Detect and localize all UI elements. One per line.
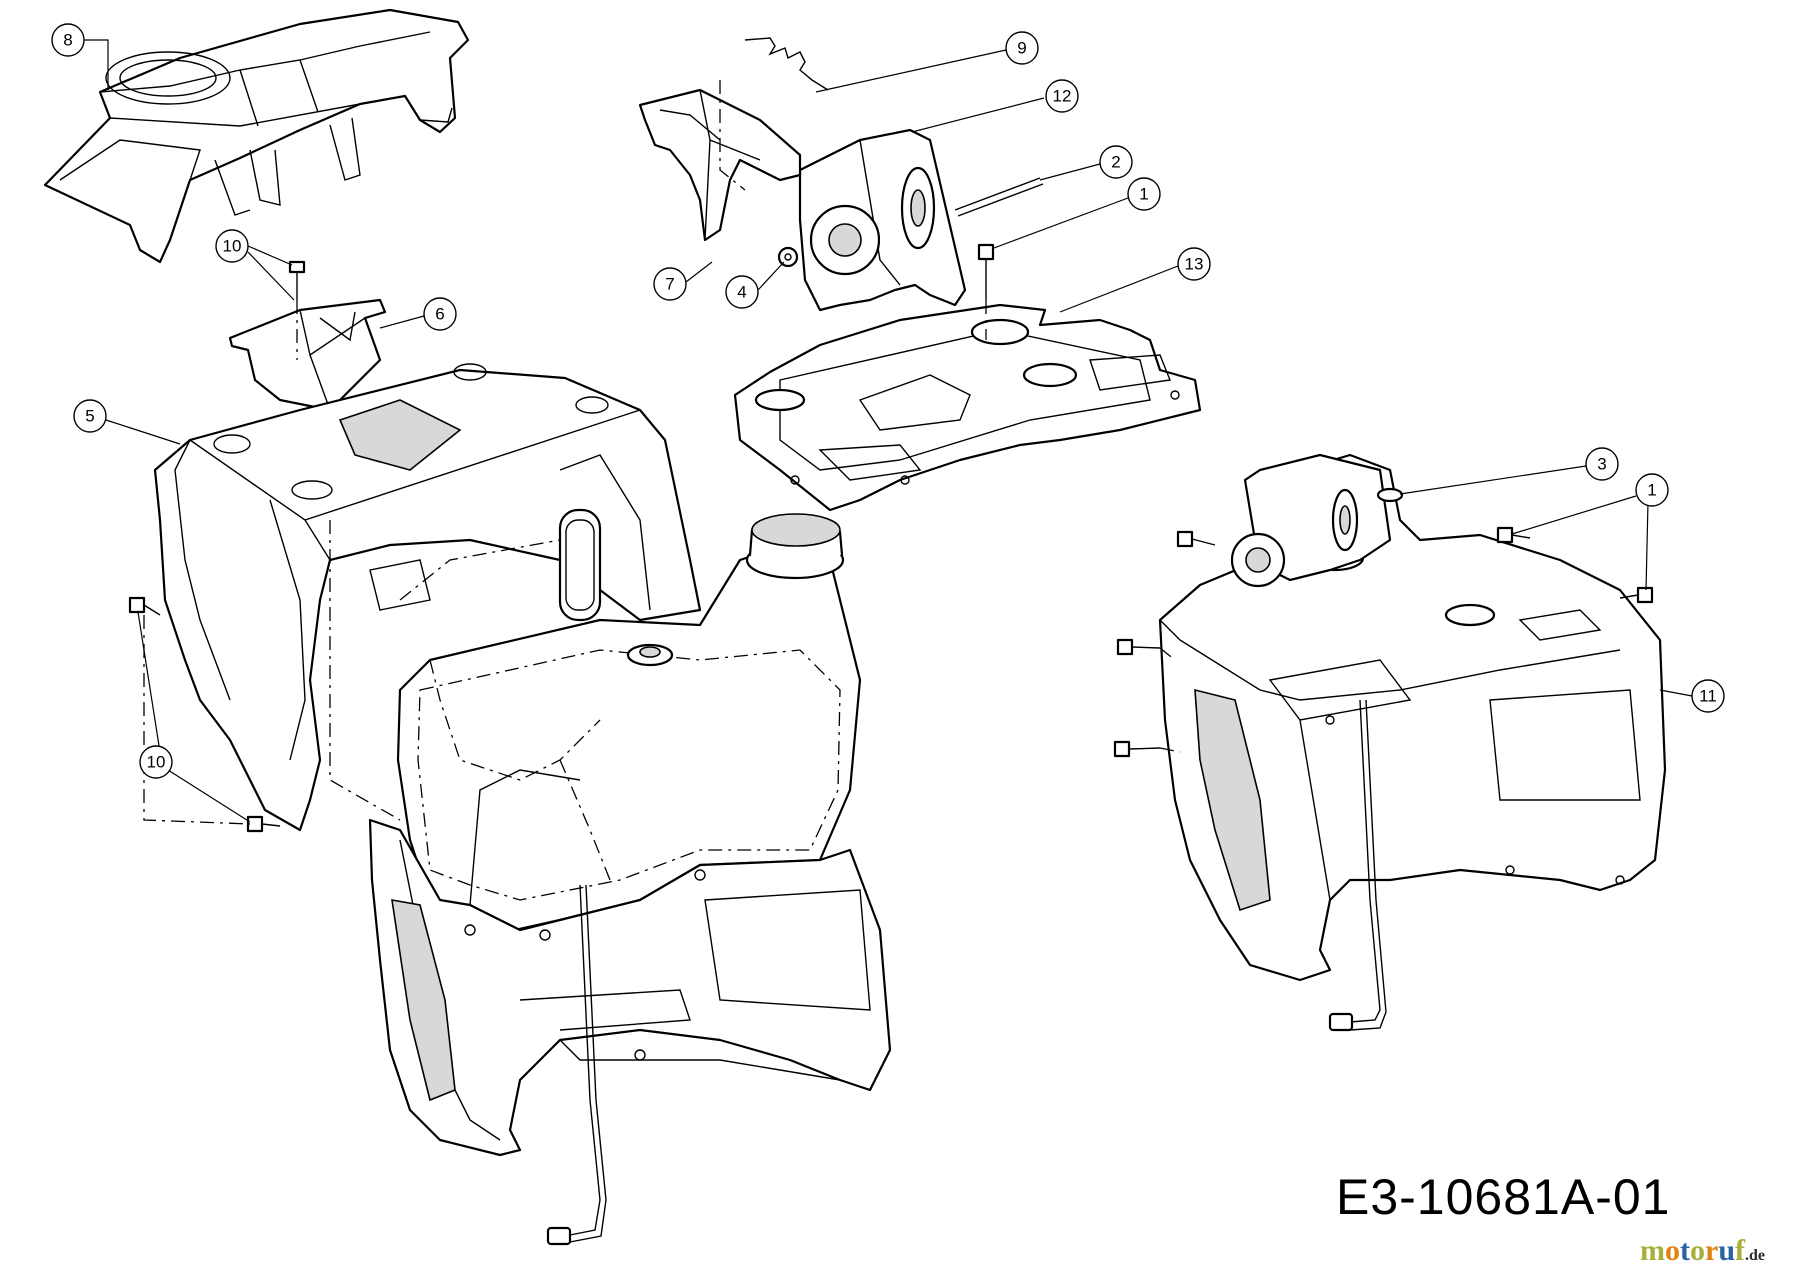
drawing-code: E3-10681A-01 (1336, 1169, 1671, 1225)
watermark-name: motoruf (1640, 1234, 1745, 1267)
part-fuel-tank (396, 513, 862, 932)
svg-text:7: 7 (665, 275, 674, 294)
part-spring (744, 37, 829, 91)
callout-1-lower: 1 (1511, 473, 1669, 591)
part-lower-frame-left (368, 818, 892, 1157)
callout-13: 13 (1059, 247, 1211, 313)
svg-text:8: 8 (63, 31, 72, 50)
watermark-logo: motoruf.de (1640, 1234, 1765, 1268)
svg-text:4: 4 (737, 283, 746, 302)
callout-5: 5 (73, 399, 181, 445)
svg-text:6: 6 (435, 305, 444, 324)
part-pedal-cover (638, 88, 802, 242)
callout-10-upper: 10 (215, 229, 295, 301)
svg-text:2: 2 (1111, 153, 1120, 172)
screw-icon (1116, 638, 1161, 656)
callout-6: 6 (379, 297, 457, 331)
part-top-plate (733, 303, 1202, 512)
watermark-suffix: .de (1745, 1247, 1766, 1264)
callout-7: 7 (653, 261, 713, 301)
screw-icon (128, 596, 161, 616)
part-right-assembly (1158, 453, 1667, 982)
clip-icon (1376, 487, 1404, 503)
part-rod (954, 177, 1044, 217)
screw-icon (1113, 740, 1161, 758)
callout-9: 9 (815, 31, 1039, 93)
screw-icon (246, 815, 281, 833)
callout-12: 12 (911, 79, 1079, 133)
callout-4: 4 (725, 261, 785, 309)
svg-text:3: 3 (1597, 455, 1606, 474)
watermark-letter: o (1665, 1234, 1680, 1267)
watermark-letter: t (1680, 1234, 1690, 1267)
watermark-letter: o (1690, 1234, 1705, 1267)
svg-text:12: 12 (1053, 87, 1072, 106)
callout-2: 2 (1039, 145, 1133, 181)
assembly-lines (143, 80, 1181, 825)
watermark-letter: r (1705, 1234, 1719, 1267)
svg-text:13: 13 (1185, 255, 1204, 274)
watermark-letter: m (1640, 1234, 1665, 1267)
screw-icon (977, 243, 995, 300)
svg-text:10: 10 (147, 753, 166, 772)
watermark-letter: f (1735, 1234, 1746, 1267)
callout-11: 11 (1659, 679, 1725, 713)
watermark-letter: u (1718, 1234, 1736, 1267)
callout-10-lower: 10 (137, 611, 251, 823)
callout-8: 8 (51, 23, 109, 90)
part-bracket (228, 298, 387, 412)
washer-icon (777, 246, 799, 268)
svg-text:11: 11 (1699, 687, 1717, 706)
svg-text:1: 1 (1139, 185, 1148, 204)
part-front-shroud (153, 363, 702, 832)
callout-1-upper: 1 (993, 177, 1161, 249)
screw-icon (1496, 526, 1531, 544)
svg-text:5: 5 (85, 407, 94, 426)
screw-icon (1176, 530, 1216, 548)
svg-text:1: 1 (1647, 481, 1656, 500)
fuel-line-right (1328, 699, 1387, 1032)
svg-text:10: 10 (223, 237, 242, 256)
screw-icon (1619, 586, 1654, 604)
fuel-line-left (546, 884, 607, 1246)
svg-text:9: 9 (1017, 39, 1026, 58)
callout-3: 3 (1399, 447, 1619, 495)
part-dashboard-cover (43, 8, 470, 264)
screw-icon (288, 260, 306, 300)
part-upright-support (798, 128, 967, 312)
